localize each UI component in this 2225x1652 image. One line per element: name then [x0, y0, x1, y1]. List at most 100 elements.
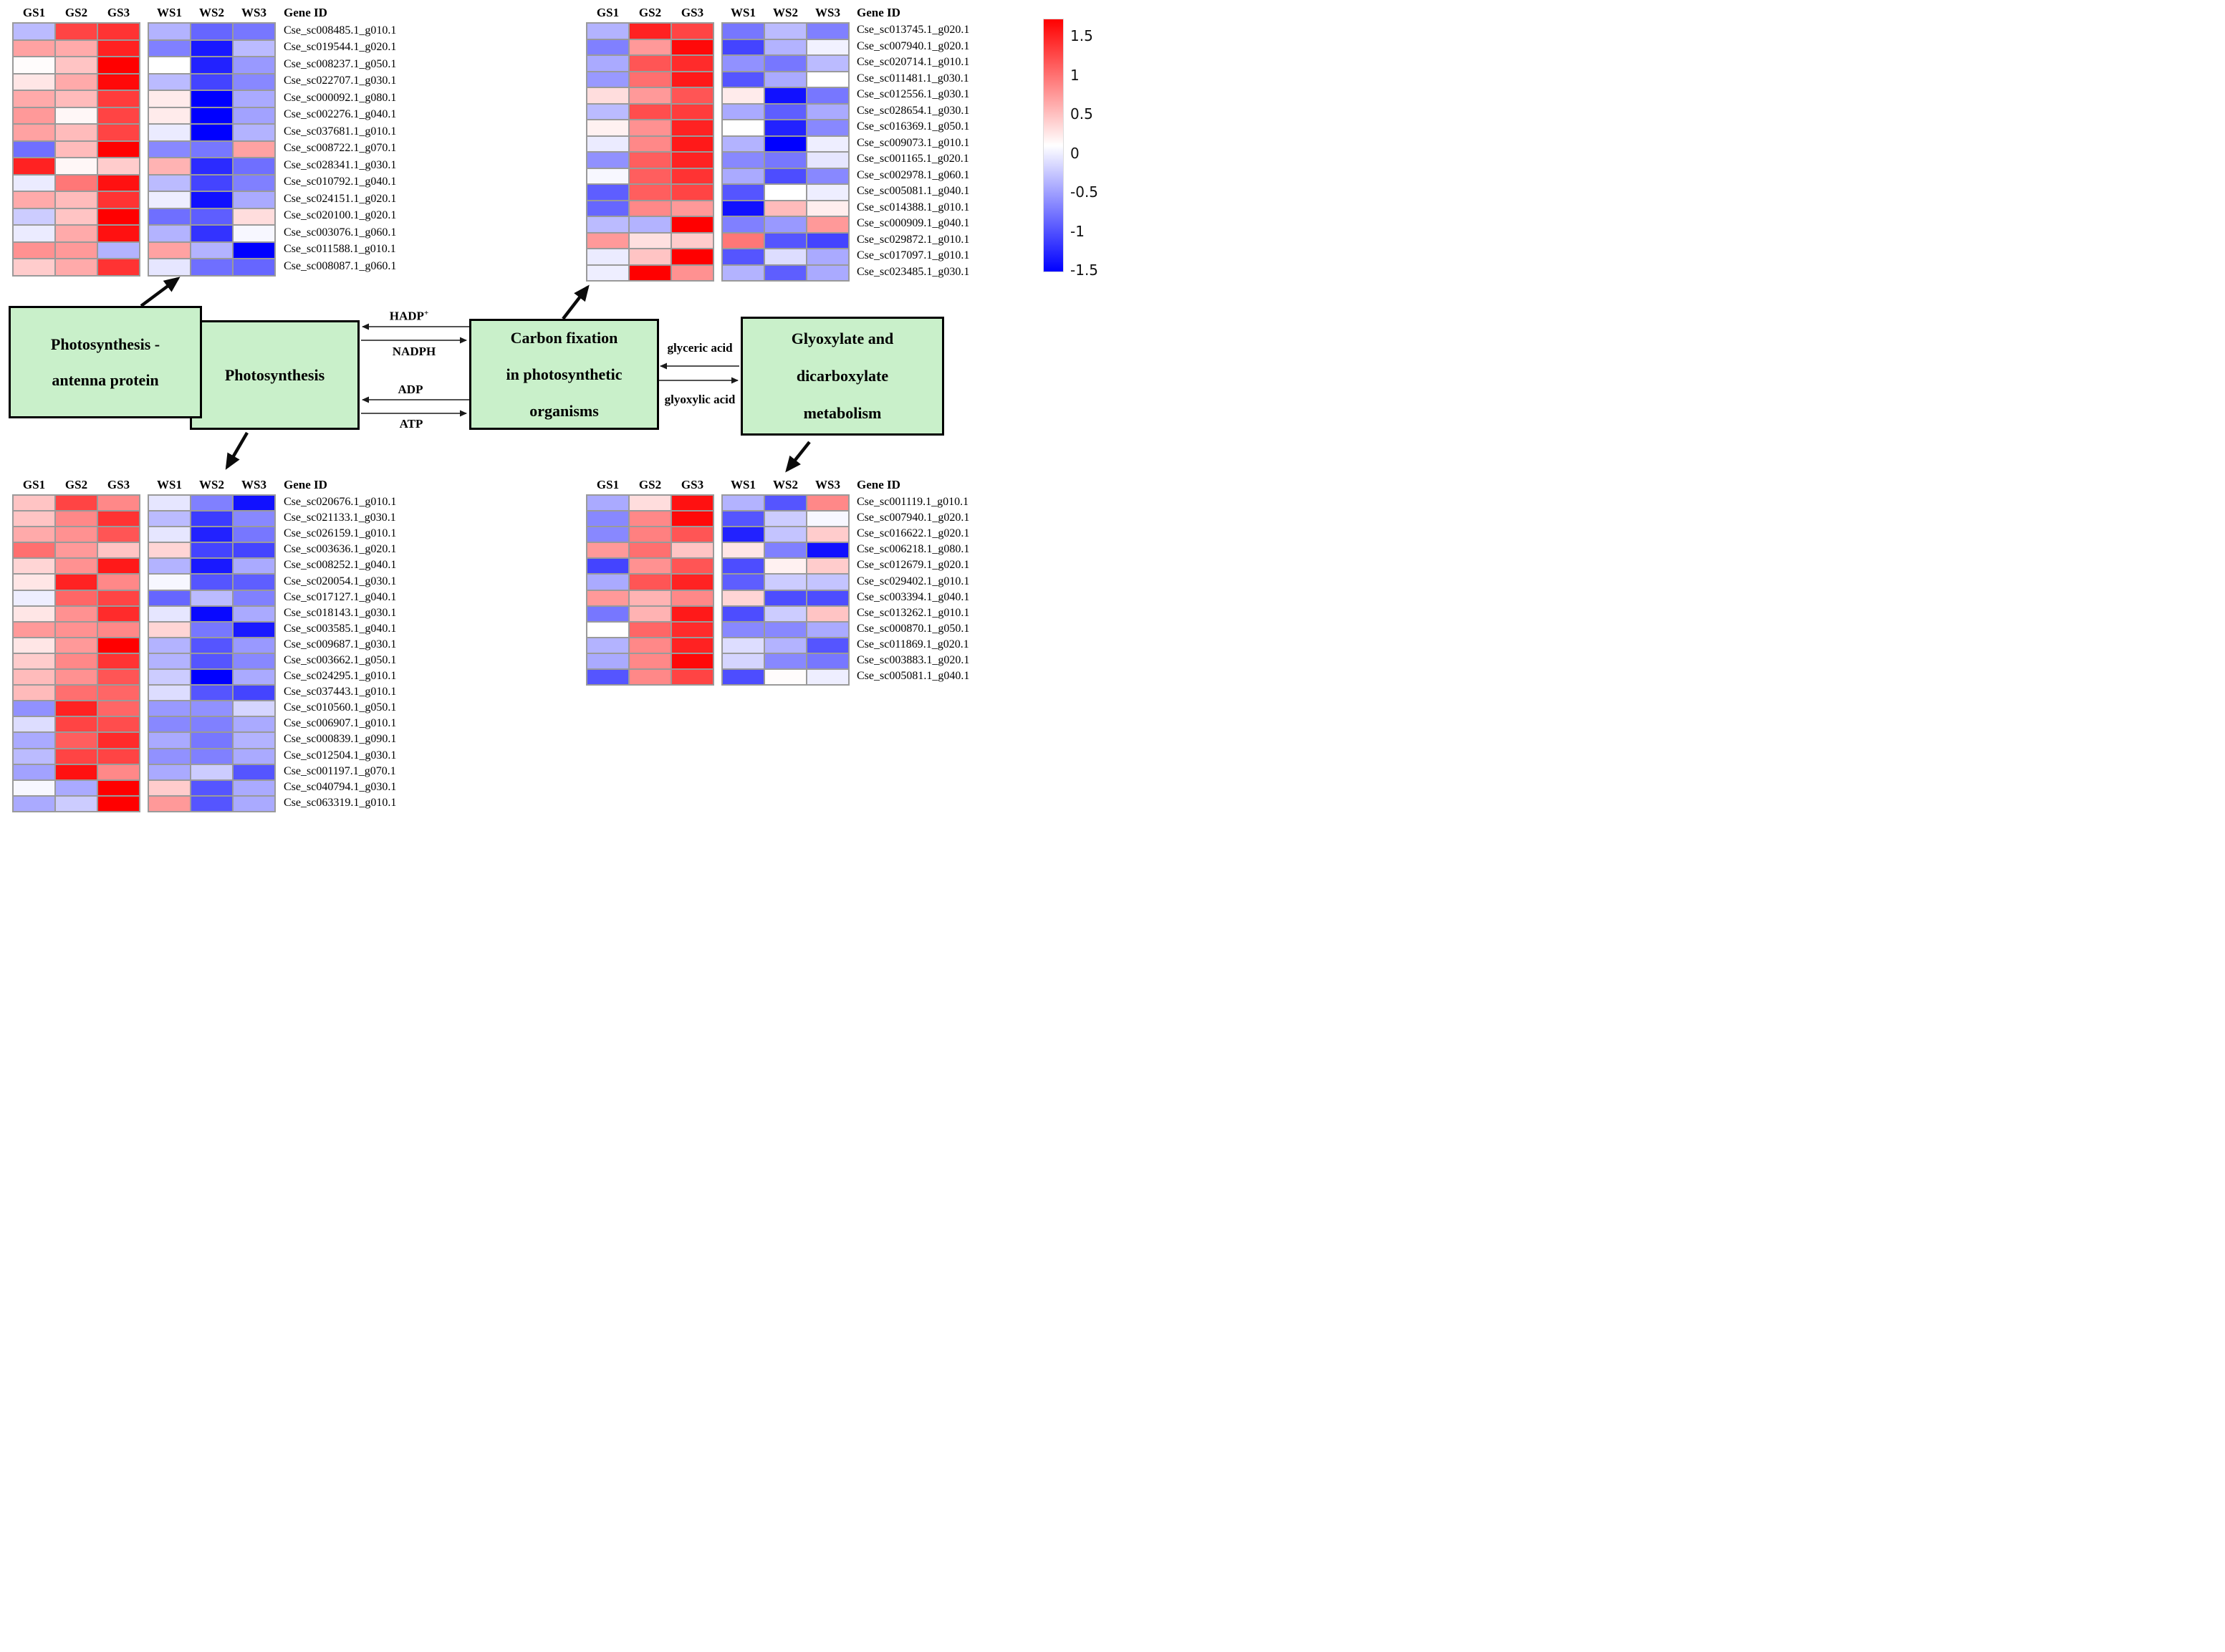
heatmap-cell	[98, 226, 139, 241]
heatmap-cell	[98, 141, 139, 157]
heatmap-cell	[672, 622, 713, 637]
heatmap-cell	[14, 670, 54, 685]
label-hadp-text: HADP	[389, 309, 424, 323]
colorbar-gradient	[1043, 19, 1064, 272]
ws-sample-grid	[148, 22, 276, 277]
column-header-ws2: WS2	[773, 478, 798, 491]
colorbar-tick-label: 0	[1070, 144, 1080, 162]
heatmap-cell	[98, 512, 139, 527]
heatmap-cell	[56, 749, 97, 764]
heatmap-cell	[98, 575, 139, 590]
label-hadp-sup: +	[423, 309, 429, 317]
heatmap-cell	[234, 125, 274, 140]
heatmap-cell	[630, 201, 671, 216]
heatmap-cell	[14, 622, 54, 637]
heatmap-cell	[723, 527, 764, 542]
heatmap-cell	[14, 733, 54, 748]
heatmap-cell	[765, 153, 806, 168]
gene-id-label: Cse_sc007940.1_g020.1	[857, 39, 970, 52]
heatmap-cell	[630, 120, 671, 135]
heatmap-cell	[234, 40, 274, 56]
heatmap-cell	[234, 575, 274, 590]
heatmap-cell	[587, 104, 628, 119]
heatmap-cell	[56, 559, 97, 574]
heatmap-cell	[672, 496, 713, 511]
heatmap-cell	[234, 107, 274, 123]
heatmap-cell	[723, 590, 764, 605]
heatmap-cell	[807, 24, 848, 39]
heatmap-cell	[98, 125, 139, 140]
gene-id-label: Cse_sc037681.1_g010.1	[284, 125, 397, 138]
heatmap-cell	[56, 175, 97, 191]
label-glyoxylic-acid: glyoxylic acid	[664, 393, 736, 406]
heatmap-cell	[630, 185, 671, 200]
heatmap-cell	[234, 670, 274, 685]
heatmap-cell	[98, 543, 139, 558]
heatmap-cell	[587, 638, 628, 653]
heatmap-cell	[630, 512, 671, 527]
heatmap-cell	[14, 686, 54, 701]
gene-id-header: Gene ID	[857, 478, 900, 491]
heatmap-cell	[672, 136, 713, 151]
heatmap-cell	[14, 208, 54, 224]
heatmap-cell	[56, 158, 97, 174]
heatmap-cell	[765, 512, 806, 527]
heatmap-cell	[672, 168, 713, 183]
column-header-gs1: GS1	[22, 6, 46, 19]
heatmap-cell	[807, 120, 848, 135]
heatmap-cell	[149, 622, 190, 637]
heatmap-cell	[630, 24, 671, 39]
heatmap-cell	[630, 153, 671, 168]
heatmap-cell	[56, 107, 97, 123]
gene-id-label: Cse_sc010560.1_g050.1	[284, 701, 397, 714]
heatmap-cell	[14, 259, 54, 275]
heatmap-cell	[149, 208, 190, 224]
heatmap-cell	[672, 217, 713, 232]
heatmap-cell	[191, 622, 232, 637]
heatmap-cell	[672, 249, 713, 264]
heatmap-cell	[630, 168, 671, 183]
heatmap-cell	[234, 653, 274, 669]
gene-id-label: Cse_sc001119.1_g010.1	[857, 496, 969, 509]
heatmap-cell	[56, 24, 97, 39]
heatmap-cell	[807, 104, 848, 119]
heatmap-cell	[672, 543, 713, 558]
gene-id-label: Cse_sc026159.1_g010.1	[284, 527, 397, 540]
heatmap-cell	[98, 622, 139, 637]
ws-sample-grid	[721, 22, 850, 282]
heatmap-cell	[149, 733, 190, 748]
heatmap-cell	[234, 717, 274, 732]
heatmap-cell	[807, 559, 848, 574]
heatmap-cell	[807, 249, 848, 264]
heatmap-cell	[98, 717, 139, 732]
gene-id-label: Cse_sc003636.1_g020.1	[284, 543, 397, 556]
gene-id-label: Cse_sc022707.1_g030.1	[284, 75, 397, 87]
heatmap-cell	[630, 543, 671, 558]
heatmap-cell	[191, 796, 232, 811]
heatmap-cell	[630, 104, 671, 119]
heatmap-cell	[587, 512, 628, 527]
gene-id-label: Cse_sc000092.1_g080.1	[284, 91, 397, 104]
heatmap-cell	[56, 208, 97, 224]
heatmap-cell	[56, 226, 97, 241]
heatmap-cell	[723, 120, 764, 135]
heatmap-cell	[56, 125, 97, 140]
heatmap-cell	[630, 638, 671, 653]
heatmap-cell	[807, 575, 848, 590]
heatmap-cell	[723, 168, 764, 183]
heatmap-cell	[56, 242, 97, 258]
heatmap-cell	[630, 606, 671, 621]
heatmap-cell	[149, 57, 190, 73]
heatmap-cell	[765, 653, 806, 669]
heatmap-cell	[807, 185, 848, 200]
heatmap-cell	[723, 670, 764, 685]
heatmap-cell	[587, 233, 628, 248]
heatmap-cell	[191, 527, 232, 542]
heatmap-cell	[765, 201, 806, 216]
heatmap-cell	[807, 153, 848, 168]
heatmap-cell	[191, 543, 232, 558]
heatmap-cell	[98, 796, 139, 811]
gene-id-label: Cse_sc021133.1_g030.1	[284, 512, 396, 524]
